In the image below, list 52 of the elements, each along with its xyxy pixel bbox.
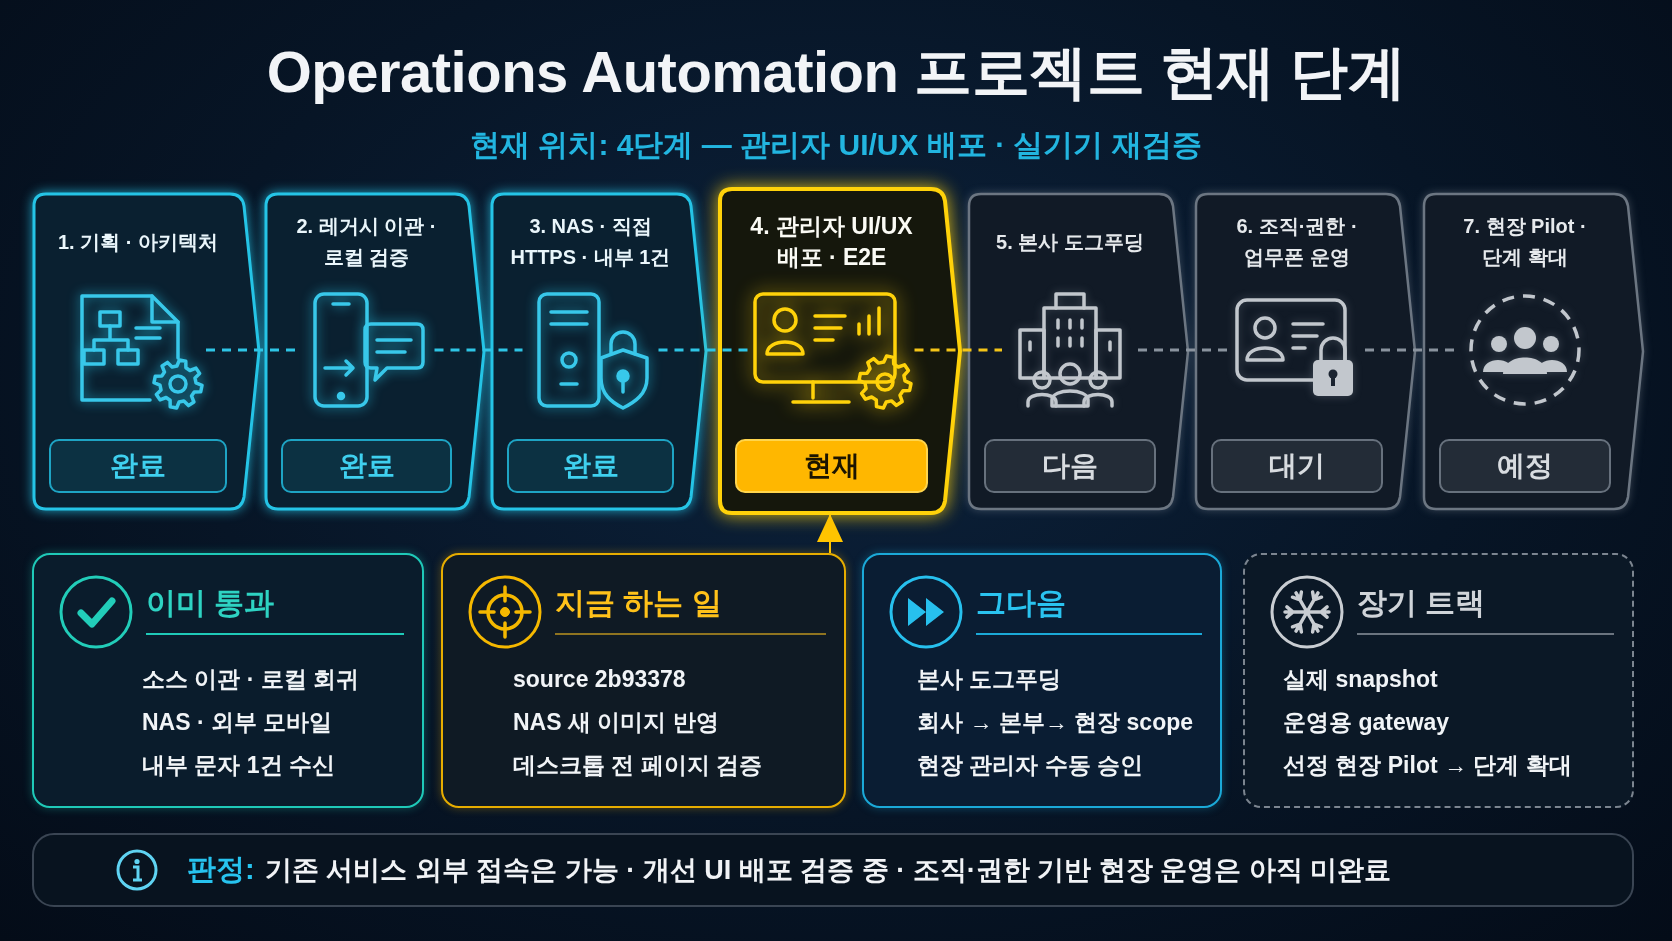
dashed-connector	[434, 348, 523, 352]
verdict-label: 판정:	[187, 852, 255, 888]
status-badge: 현재	[735, 439, 928, 493]
dashed-connector	[658, 348, 749, 352]
dashed-connector	[914, 348, 1002, 352]
status-badge: 완료	[507, 439, 674, 493]
panel-item: 현장 관리자 수동 승인	[917, 751, 1145, 780]
status-badge: 예정	[1439, 439, 1611, 493]
page-title: Operations Automation 프로젝트 현재 단계	[266, 38, 1406, 106]
page-subtitle: 현재 위치: 4단계 — 관리자 UI/UX 배포 · 실기기 재검증	[470, 128, 1202, 161]
info-panel	[32, 553, 424, 808]
stage-title: 1. 기획 · 아키텍처	[58, 229, 218, 255]
panel-item: 선정 현장 Pilot → 단계 확대	[1283, 751, 1572, 780]
panel-heading: 장기 트랙	[1357, 585, 1486, 621]
panel-heading: 그다음	[976, 585, 1066, 621]
panel-item: NAS · 외부 모바일	[142, 708, 334, 737]
panel-item: 내부 문자 1건 수신	[142, 751, 336, 780]
stage-title: 4. 관리자 UI/UX 배포 · E2E	[749, 212, 914, 272]
stage-card	[32, 192, 261, 511]
panel-item: 데스크톱 전 페이지 검증	[513, 751, 763, 780]
stage-title: 2. 레거시 이관 · 로컬 검증	[295, 214, 438, 270]
verdict-text: 기존 서비스 외부 접속은 가능 · 개선 UI 배포 검증 중 · 조직·권한 기반 현장 운영은 아직 미완료	[264, 853, 1392, 887]
arrow	[817, 514, 843, 554]
panel-item: 운영용 gateway	[1283, 708, 1451, 737]
stage-card	[718, 187, 962, 515]
verdict-bar	[32, 833, 1634, 907]
panel-heading: 이미 통과	[146, 585, 275, 621]
dashed-connector	[1365, 348, 1457, 352]
panel-item: NAS 새 이미지 반영	[513, 708, 720, 737]
panel-item: source 2b93378	[513, 665, 687, 694]
info-panel	[862, 553, 1222, 808]
stage-card	[1194, 192, 1417, 511]
stage-card	[1422, 192, 1645, 511]
stage-card	[264, 192, 486, 511]
stage-title: 3. NAS · 직접 HTTPS · 내부 1건	[509, 214, 672, 270]
status-badge: 완료	[49, 439, 227, 493]
panel-item: 본사 도그푸딩	[917, 665, 1063, 694]
panel-heading: 지금 하는 일	[555, 585, 722, 621]
status-badge: 다음	[984, 439, 1156, 493]
stage-card	[967, 192, 1190, 511]
info-panel	[1243, 553, 1634, 808]
stage-title: 5. 본사 도그푸딩	[996, 229, 1144, 255]
status-badge: 완료	[281, 439, 452, 493]
dashed-connector	[1138, 348, 1229, 352]
stage-title: 7. 현장 Pilot · 단계 확대	[1462, 214, 1588, 270]
info-panel	[441, 553, 846, 808]
panel-item: 실제 snapshot	[1283, 665, 1439, 694]
stage-title: 6. 조직·권한 · 업무폰 운영	[1235, 214, 1359, 270]
stage-card	[490, 192, 708, 511]
panel-item: 회사 → 본부→ 현장 scope	[917, 708, 1194, 737]
status-badge: 대기	[1211, 439, 1383, 493]
panel-item: 소스 이관 · 로컬 회귀	[142, 665, 360, 694]
